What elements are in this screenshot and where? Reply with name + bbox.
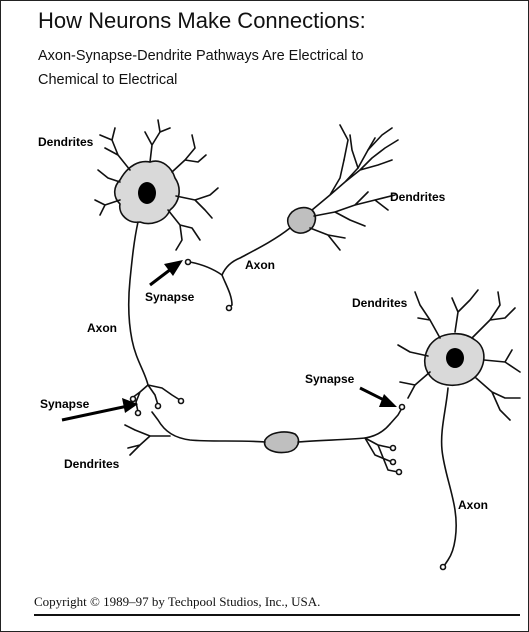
- neuron-4: [398, 290, 520, 570]
- label-axon-right: Axon: [458, 498, 488, 512]
- neuron-4-nucleus: [446, 348, 464, 368]
- label-axon-middle: Axon: [245, 258, 275, 272]
- footer-divider: [34, 614, 520, 616]
- copyright-footer: Copyright © 1989–97 by Techpool Studios,…: [34, 594, 320, 610]
- neuron-1: [95, 120, 218, 416]
- neuron-2: [186, 125, 399, 311]
- neuron-3-soma: [265, 432, 299, 453]
- neuron-1-nucleus: [138, 182, 156, 204]
- synapse-arrows: [62, 260, 397, 420]
- label-dendrites-top-left: Dendrites: [38, 135, 93, 149]
- label-axon-left: Axon: [87, 321, 117, 335]
- label-dendrites-bottom-left: Dendrites: [64, 457, 119, 471]
- neuron-3: [125, 405, 405, 475]
- label-synapse-right: Synapse: [305, 372, 354, 386]
- label-synapse-left: Synapse: [40, 397, 89, 411]
- label-synapse-upper: Synapse: [145, 290, 194, 304]
- label-dendrites-right: Dendrites: [352, 296, 407, 310]
- label-dendrites-top-right: Dendrites: [390, 190, 445, 204]
